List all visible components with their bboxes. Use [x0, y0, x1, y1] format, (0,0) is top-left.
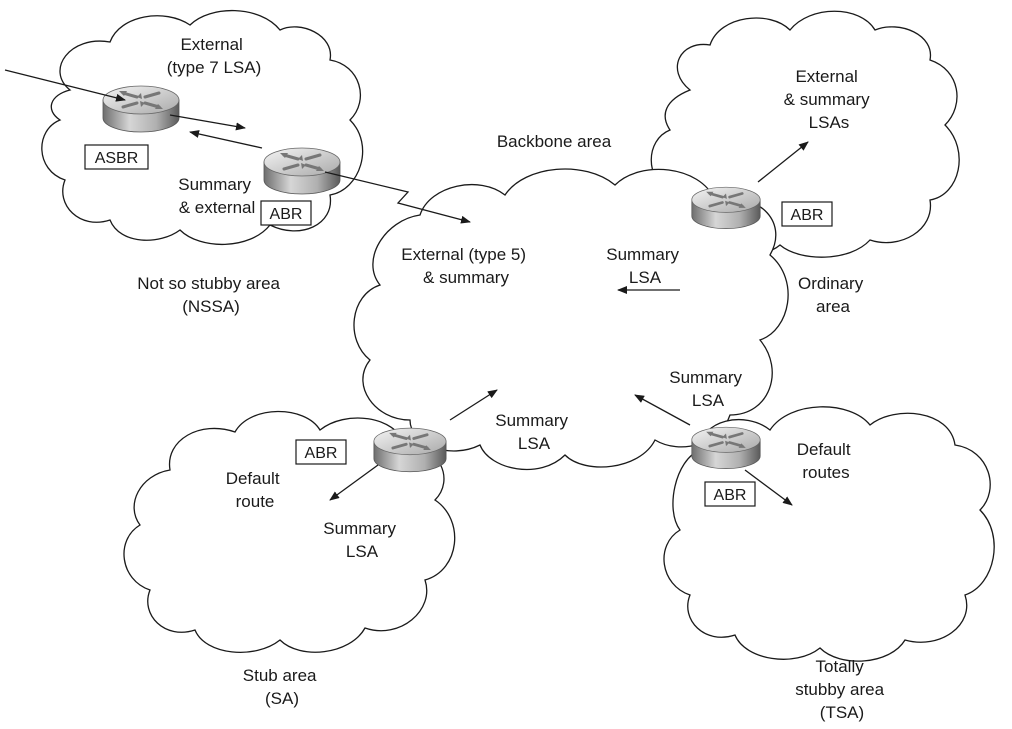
ordinary-area-name: Ordinary area	[798, 274, 868, 316]
stub-area-name: Stub area (SA)	[243, 666, 321, 708]
ordinary-abr-tag: ABR	[781, 201, 833, 227]
router-asbr-icon	[101, 84, 181, 134]
stub-summary-label: Summary LSA	[323, 519, 400, 561]
tsa-area-name: Totally stubby area (TSA)	[795, 657, 889, 722]
ordinary-lsa-label: External & summary LSAs	[784, 67, 875, 132]
stub-cloud	[123, 410, 456, 653]
nssa-inner-label: Summary & external	[178, 175, 255, 217]
stub-abr-tag: ABR	[295, 439, 347, 465]
arrow-ordinary-out	[757, 141, 809, 183]
tsa-default-label: Default routes	[797, 440, 856, 482]
router-stub-abr-icon	[372, 426, 448, 474]
backbone-summary-bottom-label: Summary LSA	[495, 411, 572, 453]
arrow-tsa-to-backbone	[634, 394, 691, 426]
nssa-area-name: Not so stubby area (NSSA)	[137, 274, 284, 316]
arrow-asbr-to-abr	[169, 114, 246, 131]
svg-text:ABR: ABR	[305, 445, 338, 462]
nssa-abr-tag: ABR	[260, 200, 312, 226]
svg-text:ABR: ABR	[714, 487, 747, 504]
asbr-tag: ASBR	[84, 144, 149, 170]
arrow-stub-default	[329, 464, 379, 501]
backbone-summary-right-label: Summary LSA	[606, 245, 683, 287]
backbone-external-label: External (type 5) & summary	[401, 245, 530, 287]
stub-default-label: Default route	[226, 469, 285, 511]
arrow-stub-to-backbone	[449, 389, 498, 421]
arrow-external-in	[4, 69, 126, 102]
arrow-tsa-default	[744, 469, 793, 506]
arrow-nssa-to-backbone	[324, 171, 471, 224]
backbone-area-name: Backbone area	[497, 132, 612, 151]
arrow-abr-to-asbr	[189, 130, 263, 149]
backbone-summary-lower-right-label: Summary LSA	[669, 368, 746, 410]
router-ordinary-abr-icon	[690, 185, 762, 230]
router-nssa-abr-icon	[262, 146, 342, 196]
svg-text:ABR: ABR	[270, 206, 303, 223]
router-tsa-abr-icon	[690, 425, 762, 470]
svg-text:ASBR: ASBR	[95, 150, 139, 167]
svg-text:ABR: ABR	[791, 207, 824, 224]
tsa-abr-tag: ABR	[704, 481, 756, 507]
nssa-top-label: External (type 7 LSA)	[167, 35, 262, 77]
